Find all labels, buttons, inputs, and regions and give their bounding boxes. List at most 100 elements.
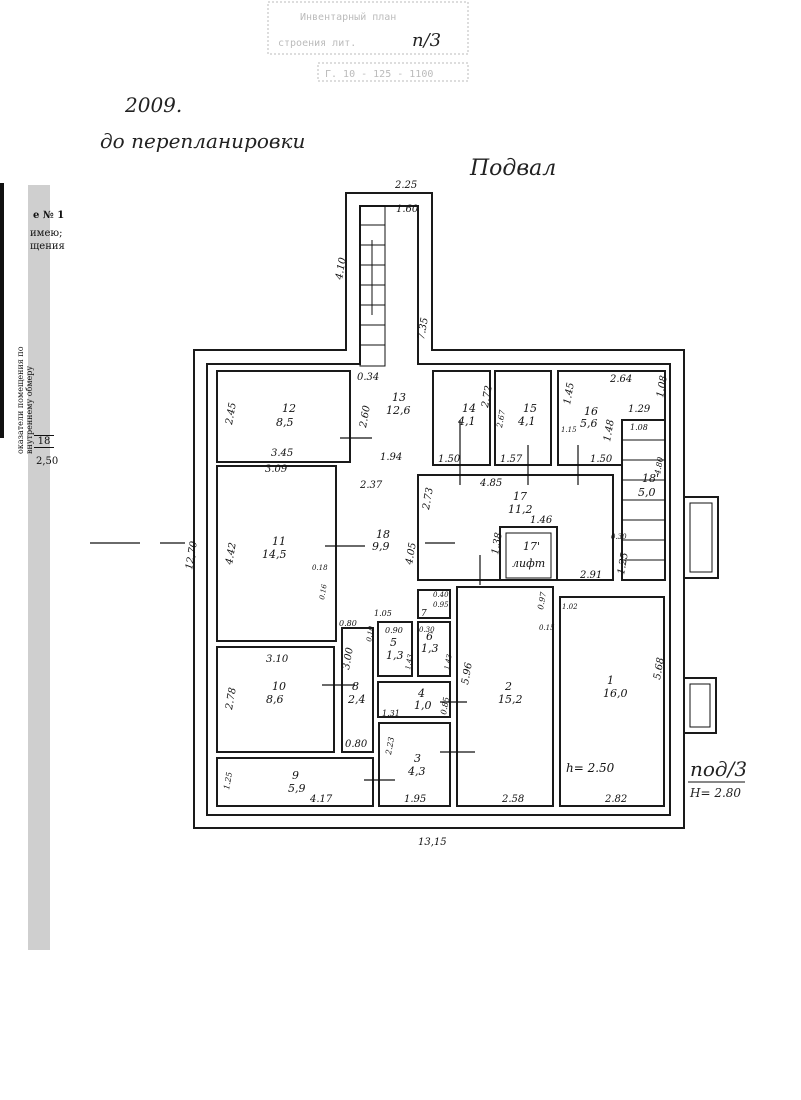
room-11-no: 11 [272,535,286,548]
dimension-label: 0.16 [318,583,329,600]
dimension-label: 3.09 [265,464,288,475]
room-14-area: 4,1 [457,415,476,428]
dimension-label: h= 2.50 [566,761,615,775]
stamp-plan-no: п/3 [412,30,441,51]
room-7-no: 7 [421,609,427,619]
dimension-label: 3.10 [266,654,289,665]
dimension-label: 2.73 [421,487,436,512]
room-12-area: 8,5 [276,416,294,429]
dimension-label: 4.17 [309,794,333,805]
room-15-no: 15 [523,402,537,415]
strip-number: 18 [34,435,54,448]
dimension-label: 0.97 [536,590,548,610]
dimension-label: 1.45 [562,382,577,406]
stamp-line3: Г. 10 - 125 - 1100 [325,69,433,80]
dimension-label: 3.45 [271,448,293,459]
room-3-no: 3 [414,752,421,765]
room-1-area: 16,0 [603,687,628,700]
dimension-label: 1.50 [438,454,461,465]
dimension-label: 2.45 [224,402,239,427]
dim-annex-inner: 1.60 [396,204,419,215]
room-16-area: 5,6 [580,417,598,430]
dimension-label: 0.80 [339,619,357,628]
room-17p-label: лифт [512,557,545,570]
dimension-label: 5.68 [652,657,667,681]
dimension-label: 0.80 [345,739,368,750]
dimension-label: 1.94 [380,452,402,463]
room-6-area: 1,3 [421,642,439,655]
dimension-label: 1.29 [628,404,651,415]
room-18p-area: 5,0 [638,486,656,499]
room-13-no: 13 [392,391,406,404]
dimension-label: 1.48 [602,419,617,443]
dimension-label: 1.95 [404,794,426,805]
dim-annex-width: 2.25 [394,180,417,191]
dimension-labels: 0.34 2.45 2.60 3.45 3.09 1.94 2.37 4.42 … [222,372,670,805]
dimension-label: 2.91 [579,570,602,581]
floor-ref-label: под/3 [690,757,747,781]
room-3-area: 4,3 [407,765,426,778]
room-15-area: 4,1 [517,415,536,428]
dimension-label: 1.46 [530,515,553,526]
dimension-label: 1.38 [490,532,505,556]
room-13-area: 12,6 [386,404,411,417]
dim-annex-length: 4.10 [334,256,349,281]
stamp-line1: Инвентарный план [300,11,396,23]
dimension-label: 5.96 [460,661,475,685]
dimension-label: 3.00 [341,646,356,670]
dimension-label: 0.30 [419,626,435,634]
room-16-no: 16 [584,405,598,418]
dimension-label: 4.85 [479,478,502,489]
strip-number: 2,50 [36,456,59,467]
dimension-label: 1.25 [222,771,234,790]
room-18p-no: 18' [642,472,659,485]
dimension-label: 0.18 [312,564,328,572]
room-12-no: 12 [282,402,296,415]
room-18-no: 18 [376,528,390,541]
dim-overall-width: 13,15 [418,837,447,848]
strip-text: щения [30,241,65,252]
dimension-label: 2.60 [358,404,373,429]
room-2-no: 2 [504,680,512,693]
floor-title: Подвал [469,156,556,181]
dimension-label: 1.43 [404,653,415,670]
strip-text: е № 1 [33,210,65,221]
room-9-no: 9 [292,769,299,782]
dimension-label: 1.15 [561,426,577,434]
dimension-label: 0.90 [385,626,403,635]
dimension-label: 2.78 [224,687,239,712]
dimension-label: 1.25 [616,552,631,576]
scan-edge [0,183,4,438]
dim-overall-height: 12,70 [184,540,200,571]
room-14-no: 14 [462,402,476,415]
strip-text: имею; [30,228,63,239]
dim-corridor-length: 7.35 [416,317,431,341]
stamp: Инвентарный план строения лит. п/3 Г. 10… [267,1,469,82]
walls [90,192,719,829]
dimension-label: 2.67 [495,408,507,429]
side-form-strip [28,185,50,950]
dimension-label: 1.08 [630,423,648,432]
dimension-label: 2.64 [609,374,632,385]
stamp-line2: строения лит. [278,38,356,49]
dimension-label: 1.31 [382,709,400,718]
dimension-label: 1.57 [500,454,523,465]
dimension-label: 2.23 [384,736,396,756]
dimension-label: 4.05 [404,542,419,567]
room-4-no: 4 [417,687,425,700]
dimension-label: 0.40 [433,591,449,599]
floor-ref-height: H= 2.80 [689,786,741,800]
room-18-area: 9,9 [372,540,390,553]
room-8-no: 8 [352,680,359,693]
handwritten-note: 2009. [124,93,182,117]
room-5-no: 5 [390,636,397,649]
dimension-label: 2.82 [604,794,627,805]
dimension-label: 4.42 [224,542,239,567]
dimension-label: 1.43 [443,653,454,670]
dimension-label: 1.50 [590,454,613,465]
dimension-label: 0.34 [357,372,379,383]
room-2-area: 15,2 [498,693,523,706]
room-4-area: 1,0 [414,699,432,712]
dimension-label: 0.10 [365,625,376,642]
